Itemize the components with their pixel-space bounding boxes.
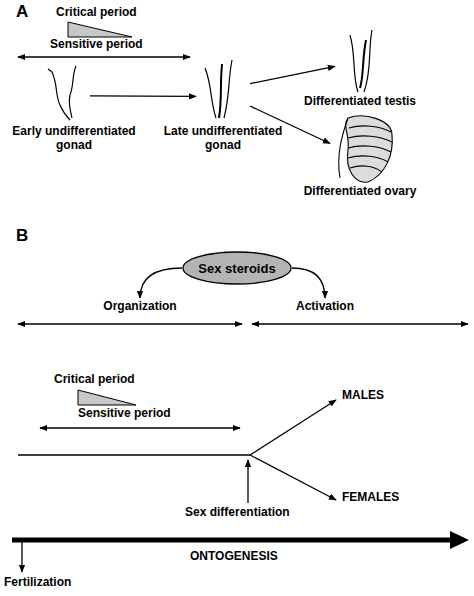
gonad-node: Early undifferentiated gonad <box>40 64 90 122</box>
late-gonad <box>205 60 232 118</box>
period-label: Critical period <box>54 373 135 387</box>
flow-arrow <box>250 66 335 83</box>
hormone-text: Sex steroids <box>182 251 292 285</box>
pointer-arrow <box>21 540 22 572</box>
development-line <box>18 454 250 455</box>
gonad-node: Differentiated ovary <box>330 112 400 182</box>
branch-arrow <box>250 400 336 455</box>
sex-label: MALES <box>342 389 384 403</box>
early-gonad <box>48 66 76 120</box>
flow-arrow <box>250 106 330 144</box>
period-label: Critical period <box>56 6 137 20</box>
organization-span <box>18 323 242 324</box>
critical-wedge <box>68 22 132 37</box>
ovary-illustration <box>339 116 393 182</box>
flow-arrow <box>90 95 196 97</box>
phase-text: Activation <box>290 298 360 314</box>
phase-label: Organization <box>100 298 180 314</box>
hormone-ellipse: Sex steroids <box>182 251 292 285</box>
testis-illustration <box>350 30 372 92</box>
flow-arrow <box>292 268 325 298</box>
pointer-arrow <box>247 460 248 503</box>
flow-arrow <box>140 268 182 298</box>
period-arrow <box>18 56 190 57</box>
sex-label: FEMALES <box>342 491 399 505</box>
ontogenesis-head <box>450 531 469 549</box>
gonad-caption: Late undifferentiated gonad <box>153 124 293 153</box>
event-label: Sex differentiation <box>185 506 290 520</box>
period-arrow <box>40 427 240 428</box>
gonad-node: Differentiated testis <box>335 28 385 92</box>
panel-letter: B <box>16 226 28 246</box>
branch-arrow <box>250 455 336 500</box>
panel-letter: A <box>16 2 28 22</box>
critical-wedge <box>78 390 136 405</box>
axis-label: ONTOGENESIS <box>190 550 278 564</box>
period-label: Sensitive period <box>78 407 171 421</box>
event-label: Fertilization <box>4 576 71 590</box>
period-label: Sensitive period <box>50 38 143 52</box>
gonad-caption: Early undifferentiated gonad <box>6 124 142 153</box>
gonad-caption: Differentiated ovary <box>290 184 430 198</box>
gonad-node: Late undifferentiated gonad <box>196 58 250 122</box>
gonad-caption: Differentiated testis <box>290 94 430 108</box>
phase-text: Organization <box>100 298 180 314</box>
ontogenesis-arrow <box>12 538 452 543</box>
phase-label: Activation <box>290 298 360 314</box>
activation-span <box>252 323 468 324</box>
